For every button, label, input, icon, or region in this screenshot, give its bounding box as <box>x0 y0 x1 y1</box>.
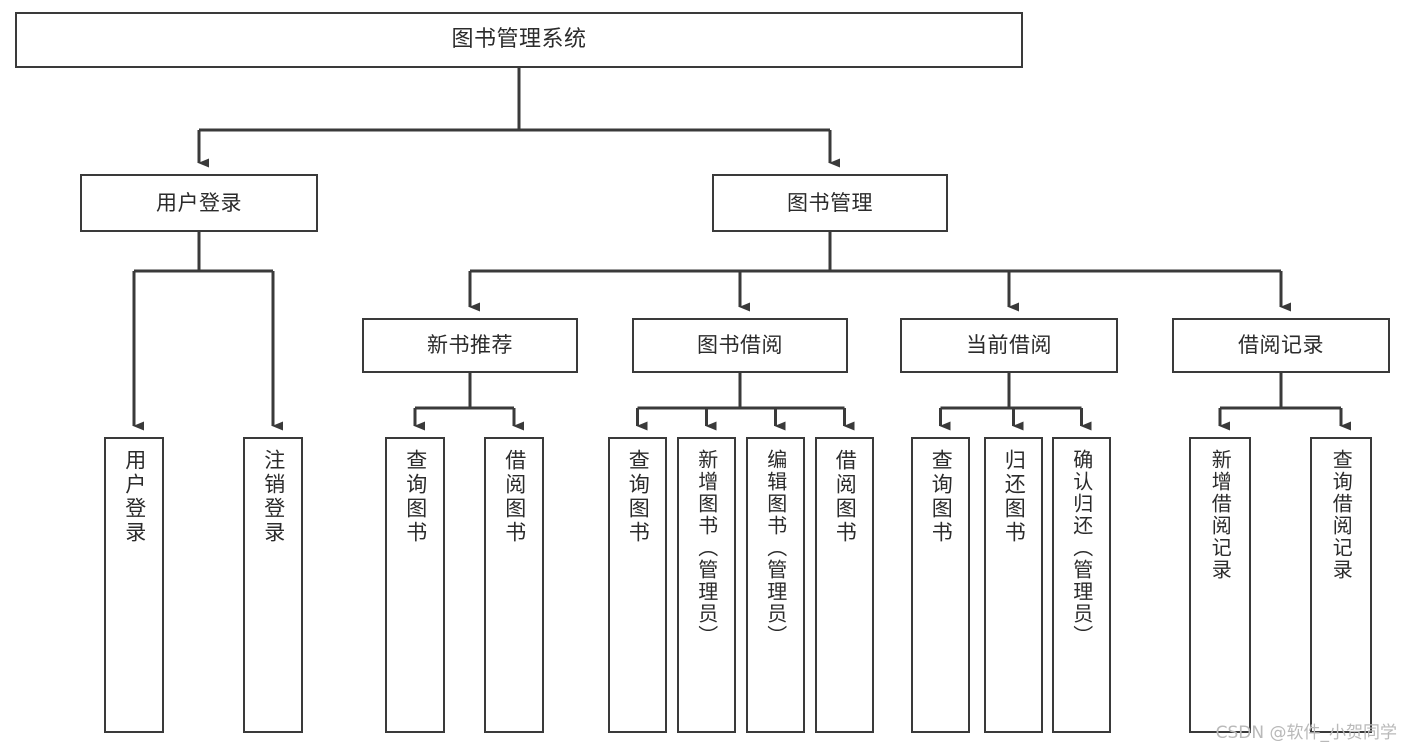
node-leaf-bb-edit[interactable]: 编辑图书（管理员） <box>746 437 805 733</box>
node-leaf-user-logout[interactable]: 注销登录 <box>243 437 303 733</box>
node-label: 新书推荐 <box>427 333 513 358</box>
node-leaf-cb-query[interactable]: 查询图书 <box>911 437 970 733</box>
node-borrow-record[interactable]: 借阅记录 <box>1172 318 1390 373</box>
node-leaf-rec-query[interactable]: 查询图书 <box>385 437 445 733</box>
node-leaf-bb-query[interactable]: 查询图书 <box>608 437 667 733</box>
node-leaf-cb-confirm[interactable]: 确认归还（管理员） <box>1052 437 1111 733</box>
node-label: 编辑图书（管理员） <box>763 449 788 647</box>
node-label: 当前借阅 <box>966 333 1052 358</box>
node-current-borrow[interactable]: 当前借阅 <box>900 318 1118 373</box>
node-label: 借阅记录 <box>1238 333 1324 358</box>
node-label: 图书管理系统 <box>451 27 587 53</box>
node-label: 查询图书 <box>626 449 651 545</box>
node-label: 注销登录 <box>261 449 286 545</box>
node-label: 归还图书 <box>1002 449 1027 545</box>
node-label: 查询图书 <box>929 449 954 545</box>
node-label: 图书借阅 <box>697 333 783 358</box>
node-leaf-user-login[interactable]: 用户登录 <box>104 437 164 733</box>
node-leaf-bb-add[interactable]: 新增图书（管理员） <box>677 437 736 733</box>
node-book-borrow[interactable]: 图书借阅 <box>632 318 848 373</box>
node-leaf-cb-return[interactable]: 归还图书 <box>984 437 1043 733</box>
node-leaf-bb-borrow[interactable]: 借阅图书 <box>815 437 874 733</box>
node-label: 用户登录 <box>156 190 242 215</box>
node-user-login[interactable]: 用户登录 <box>80 174 318 232</box>
node-label: 查询图书 <box>403 449 428 545</box>
node-root[interactable]: 图书管理系统 <box>15 12 1023 68</box>
node-book-manage[interactable]: 图书管理 <box>712 174 948 232</box>
node-label: 查询借阅记录 <box>1329 449 1354 581</box>
node-label: 用户登录 <box>122 449 147 545</box>
node-label: 新增图书（管理员） <box>694 449 719 647</box>
node-label: 新增借阅记录 <box>1208 449 1233 581</box>
node-leaf-br-query[interactable]: 查询借阅记录 <box>1310 437 1372 733</box>
node-label: 图书管理 <box>787 190 873 215</box>
node-new-book-rec[interactable]: 新书推荐 <box>362 318 578 373</box>
node-leaf-rec-borrow[interactable]: 借阅图书 <box>484 437 544 733</box>
node-leaf-br-add[interactable]: 新增借阅记录 <box>1189 437 1251 733</box>
node-label: 借阅图书 <box>502 449 527 545</box>
node-label: 确认归还（管理员） <box>1069 449 1094 647</box>
node-label: 借阅图书 <box>833 449 858 545</box>
csdn-watermark: CSDN @软件_小贺同学 <box>1215 723 1397 743</box>
